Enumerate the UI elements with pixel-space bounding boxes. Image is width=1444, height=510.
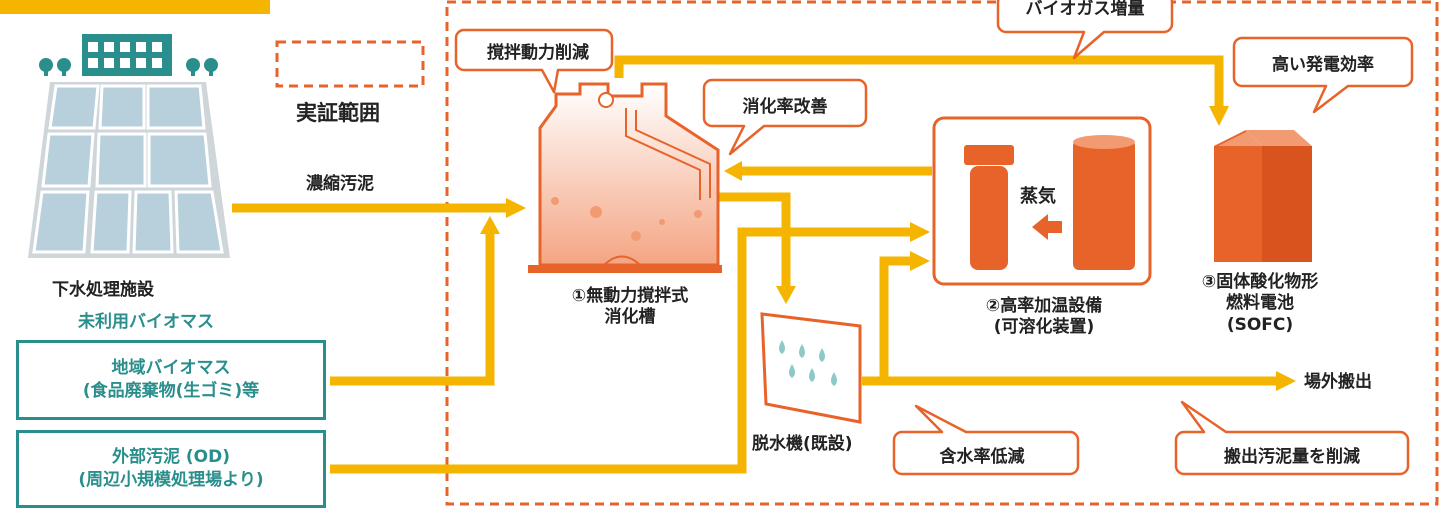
callout-biogas-increase: バイオガス増量 [1025,0,1145,19]
callout-mixing-power-shape [454,28,614,94]
arrowhead-return [724,161,742,181]
digester-label-line1: ①無動力撹拌式 [571,286,689,306]
facility-building-icon [39,34,218,76]
sofc-label: ③固体酸化物形 燃料電池 (SOFC) [1180,272,1340,336]
arrowhead-dewater-return [910,251,930,271]
callout-sludge-reduction: 搬出汚泥量を削減 [1224,447,1360,467]
dewater-label: 脱水機(既設) [752,434,853,454]
digester-label: ①無動力撹拌式 消化槽 [540,286,720,329]
callout-biogas-shape [996,0,1174,60]
callout-power-efficiency: 高い発電効率 [1272,55,1374,75]
sofc-label-line3: (SOFC) [1226,314,1294,335]
regional-biomass-box: 地域バイオマス (食品廃棄物(生ゴミ)等 [16,340,326,420]
arrowhead-biogas [1209,106,1229,126]
callout-sludge-shape [1174,400,1410,476]
facility-label: 下水処理施設 [52,280,154,300]
heater-label: ②高率加温設備 (可溶化装置) [946,296,1142,339]
flow-digester-to-dewater [718,192,791,288]
sofc-label-line2: 燃料電池 [1226,293,1294,314]
heater-unit-icon [932,116,1152,286]
arrowhead-thickened [506,198,526,218]
regional-biomass-line2: (食品廃棄物(生ゴミ)等 [82,381,260,401]
dewatering-machine-icon [760,312,862,424]
callout-digestion-shape [702,78,868,156]
flow-dewater-return [862,256,912,386]
arrowhead-biomass [480,216,500,234]
external-sludge-box: 外部汚泥 (OD) (周辺小規模処理場より) [16,430,326,508]
callout-efficiency-shape [1232,36,1414,114]
regional-biomass-line1: 地域バイオマス [111,358,231,379]
treatment-tanks-icon [28,82,230,258]
arrowhead-dewater [776,286,796,304]
heater-label-line1: ②高率加温設備 [985,296,1103,316]
steam-label: 蒸気 [1020,186,1056,207]
demonstration-scope-boundary [445,0,1439,506]
external-sludge-line2: (周辺小規模処理場より) [78,470,264,490]
legend-dashed-box [275,40,425,88]
flow-regional-biomass [330,232,495,386]
arrowhead-external [910,222,930,242]
legend-label: 実証範囲 [296,101,380,125]
digester-tank-icon [528,82,722,273]
digester-label-line2: 消化槽 [604,307,656,328]
heater-label-line2: (可溶化装置) [993,317,1095,338]
title-tag [0,0,270,14]
offsite-label: 場外搬出 [1304,372,1372,392]
unused-biomass-heading: 未利用バイオマス [78,312,214,332]
external-sludge-line1: 外部汚泥 (OD) [111,447,231,468]
callout-digestion-rate: 消化率改善 [742,97,828,117]
arrowhead-offsite [1276,371,1296,391]
callout-moisture-shape [892,404,1080,476]
flow-biogas [614,55,1224,108]
sofc-unit-icon [1214,130,1312,262]
sofc-label-line1: ③固体酸化物形 [1201,272,1319,292]
thickened-sludge-label: 濃縮汚泥 [306,174,374,194]
callout-moisture-reduction: 含水率低減 [939,447,1025,467]
flow-external-sludge [330,227,912,474]
callout-mixing-power: 撹拌動力削減 [487,43,589,63]
